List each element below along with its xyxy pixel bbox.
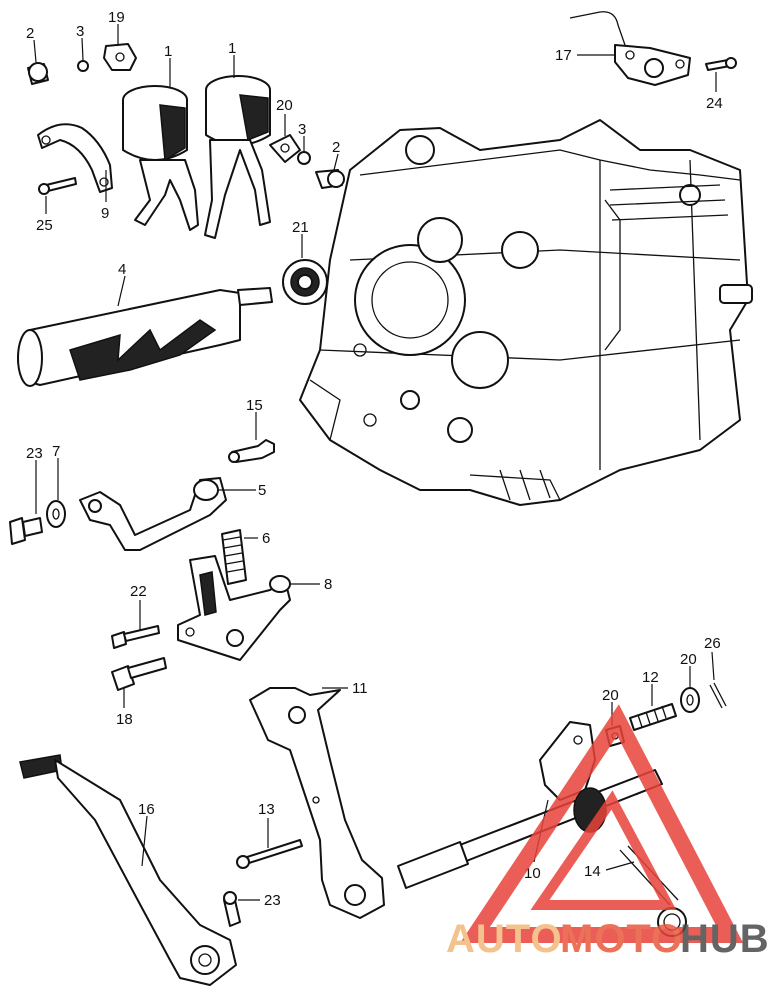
callout-13: 13: [258, 801, 275, 818]
callout-14: 14: [584, 863, 601, 880]
callout-23a: 23: [26, 445, 43, 462]
watermark-moto: MOTO: [560, 917, 683, 961]
callout-2b: 2: [332, 139, 340, 156]
callout-11: 11: [352, 680, 368, 697]
bolt-13: [236, 839, 303, 869]
callout-6: 6: [262, 530, 270, 547]
spring-12: [629, 703, 677, 731]
callout-17: 17: [555, 47, 572, 64]
callout-2a: 2: [26, 25, 34, 42]
washer-3b: [297, 151, 311, 165]
callout-16: 16: [138, 801, 155, 818]
callout-3b: 3: [298, 121, 306, 138]
drum-stopper-arm: [79, 477, 227, 551]
callout-26: 26: [704, 635, 721, 652]
callout-25: 25: [36, 217, 53, 234]
oil-seal: [282, 259, 328, 305]
cotter-pin: [709, 682, 727, 709]
shift-bracket: [177, 555, 291, 661]
shift-fork-right: [204, 75, 271, 239]
callout-24: 24: [706, 95, 723, 112]
callout-22: 22: [130, 583, 147, 600]
callout-19: 19: [108, 9, 125, 26]
callout-23b: 23: [264, 892, 281, 909]
shift-fork-left: [122, 85, 199, 231]
callout-7: 7: [52, 443, 60, 460]
bolt-18: [111, 657, 167, 691]
stopper-bolt: [228, 439, 275, 463]
callout-4: 4: [118, 261, 126, 278]
gear-change-pedal: [19, 754, 237, 986]
callout-20c: 20: [602, 687, 619, 704]
bolt-22: [111, 625, 160, 649]
callout-8: 8: [324, 576, 332, 593]
watermark-triangle-inner: [530, 790, 677, 910]
washer-20a: [269, 134, 301, 163]
callout-9: 9: [101, 205, 109, 222]
watermark-hub: HUB: [680, 917, 770, 961]
gearshift-arm: [249, 687, 385, 919]
stopper-spring: [221, 529, 247, 585]
callout-20b: 20: [680, 651, 697, 668]
bolt-23b: [223, 891, 241, 927]
screw-25: [38, 177, 77, 195]
gearshift-drum: [17, 287, 273, 387]
callout-21: 21: [292, 219, 309, 236]
callout-20a: 20: [276, 97, 293, 114]
watermark-auto: AUTO: [446, 917, 563, 961]
watermark: AUTO MOTO HUB: [446, 704, 770, 961]
washer-3a: [77, 60, 89, 72]
callout-5: 5: [258, 482, 266, 499]
neutral-switch: [569, 11, 691, 86]
washer-7: [46, 500, 66, 528]
washer-20b: [680, 687, 700, 713]
neutral-stopper-2b: [315, 169, 345, 189]
bearing-set-plate: [37, 123, 113, 193]
callout-15: 15: [246, 397, 263, 414]
shift-drum-screw: [27, 62, 49, 85]
crankcase: [299, 119, 753, 506]
callout-18: 18: [116, 711, 133, 728]
callout-1b: 1: [228, 40, 236, 57]
callout-1a: 1: [164, 43, 172, 60]
watermark-triangle-outer: [460, 704, 744, 943]
callout-3a: 3: [76, 23, 84, 40]
stopper-plate-19: [103, 43, 137, 71]
callout-12: 12: [642, 669, 659, 686]
switch-screw: [705, 57, 737, 71]
bolt-23a: [9, 517, 43, 545]
